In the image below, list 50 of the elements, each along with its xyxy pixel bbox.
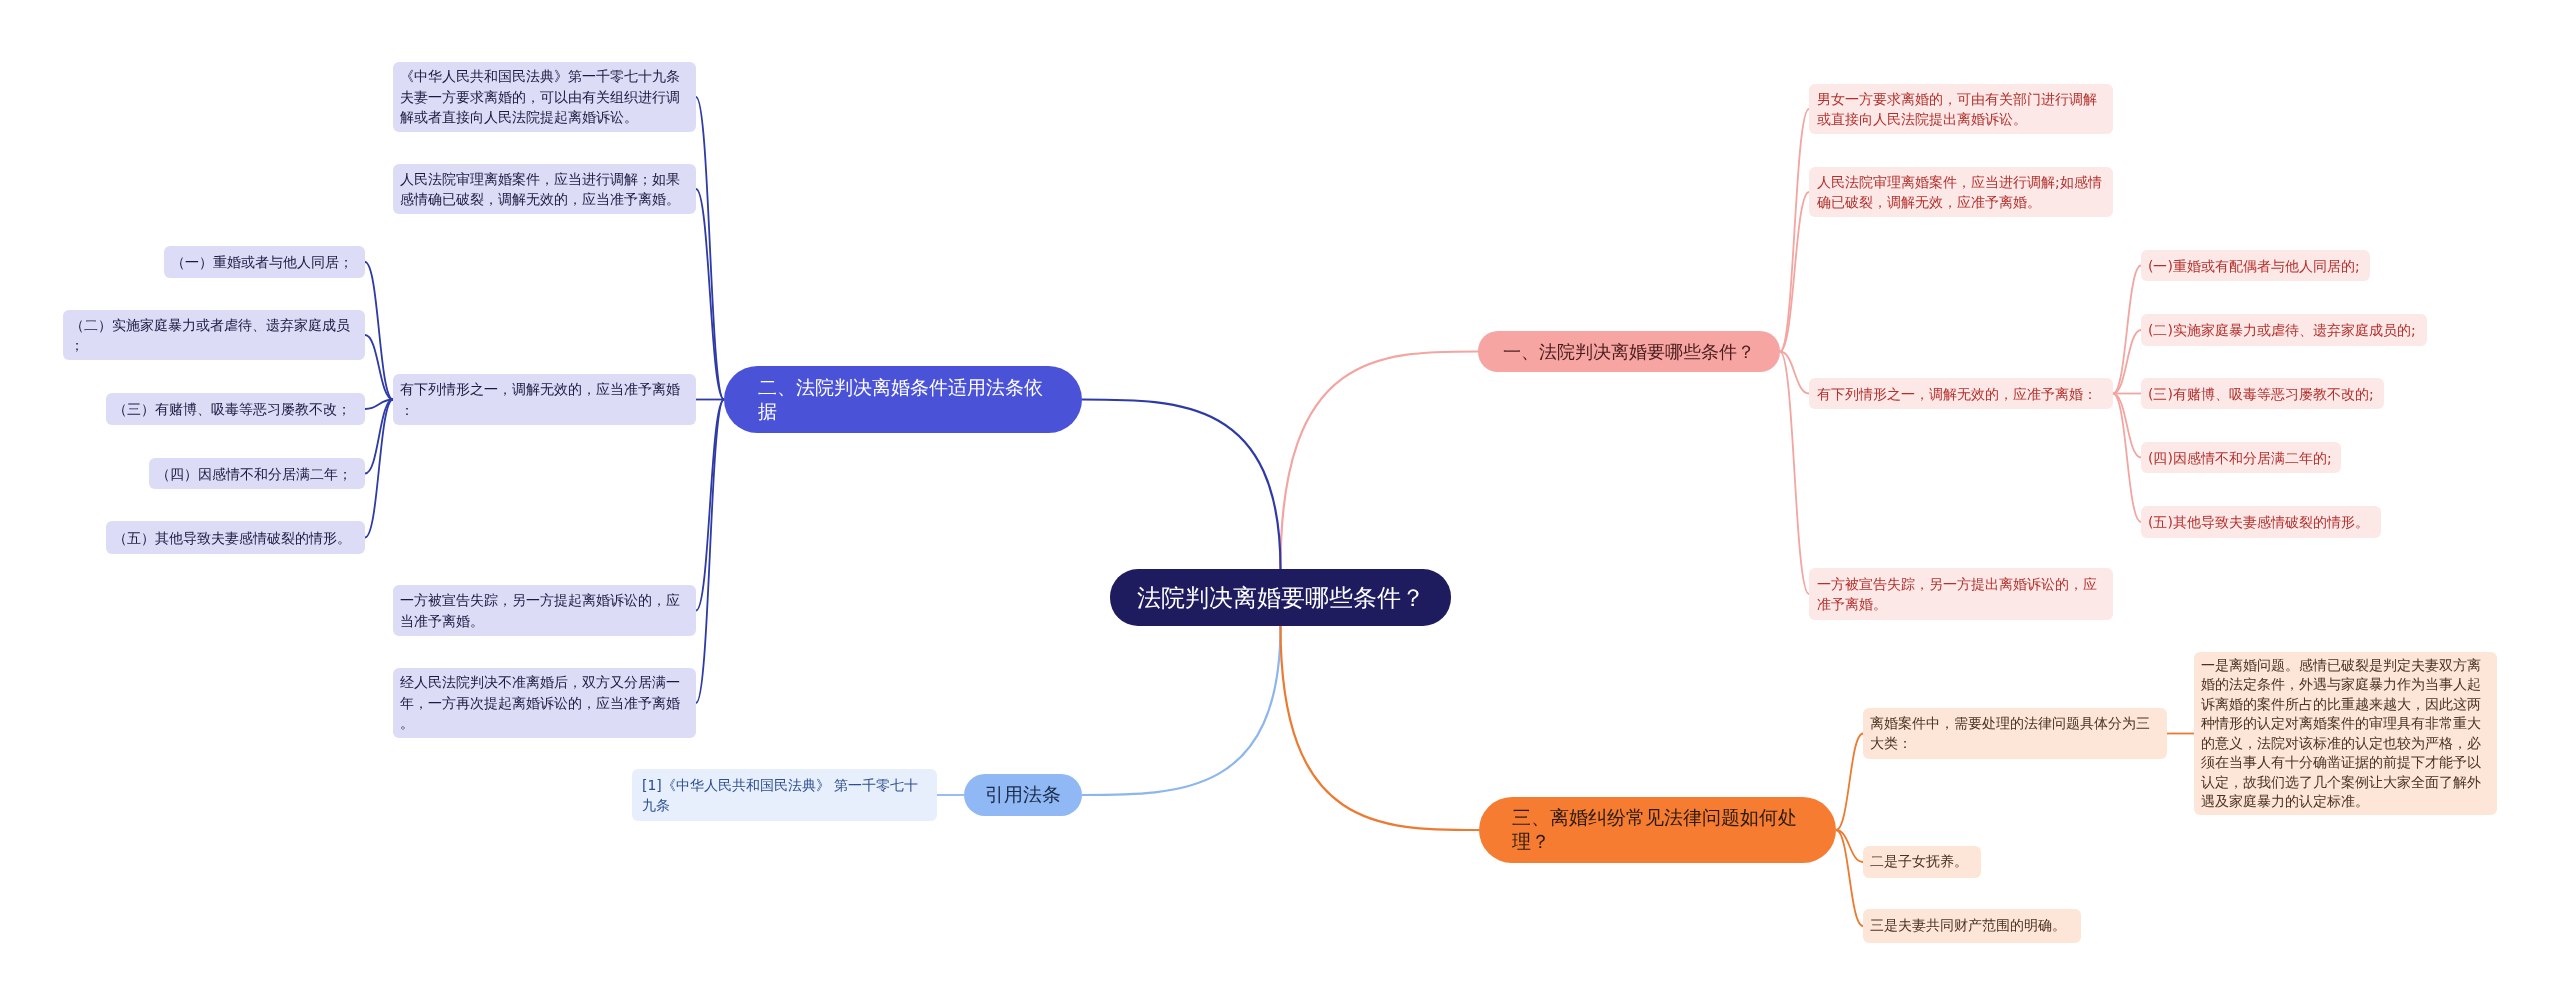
subtopic-box: (五)其他导致夫妻感情破裂的情形。 — [2141, 506, 2381, 538]
subtopic-box: （一）重婚或者与他人同居； — [164, 246, 365, 278]
subtopic-box: 有下列情形之一，调解无效的，应准予离婚： — [1809, 378, 2113, 409]
connector-line — [364, 398, 394, 539]
subtopic-box: 一方被宣告失踪，另一方提出离婚诉讼的，应准予离婚。 — [1809, 568, 2113, 620]
subtopic-box: 二是子女抚养。 — [1863, 846, 1981, 878]
subtopic-box: 一方被宣告失踪，另一方提起离婚诉讼的，应当准予离婚。 — [393, 585, 696, 636]
connector-line — [2112, 264, 2142, 395]
branch-topic: 引用法条 — [964, 774, 1082, 816]
central-topic: 法院判决离婚要哪些条件？ — [1110, 569, 1451, 626]
subtopic-box: 男女一方要求离婚的，可由有关部门进行调解或直接向人民法院提出离婚诉讼。 — [1809, 84, 2113, 134]
connector-line — [695, 398, 725, 704]
subtopic-box: 经人民法院判决不准离婚后，双方又分居满一年，一方再次提起离婚诉讼的，应当准予离婚。 — [393, 668, 696, 738]
subtopic-box: (四)因感情不和分居满二年的; — [2141, 442, 2341, 473]
subtopic-box: (三)有赌博、吸毒等恶习屡教不改的; — [2141, 378, 2384, 409]
connector-line — [2166, 732, 2195, 735]
subtopic-box: 《中华人民共和国民法典》第一千零七十九条夫妻一方要求离婚的，可以由有关组织进行调解或者直接向人民法院提起离婚诉讼。 — [393, 62, 696, 132]
connector-line — [1779, 350, 1810, 395]
subtopic-box: [1]《中华人民共和国民法典》 第一千零七十九条 — [632, 769, 937, 821]
connector-line — [695, 188, 725, 401]
connector-line — [1835, 829, 1864, 863]
connector-line — [364, 334, 394, 401]
subtopic-box: 有下列情形之一，调解无效的，应当准予离婚： — [393, 374, 696, 425]
connector-line — [364, 398, 394, 475]
connector-line — [695, 398, 725, 612]
subtopic-box: （五）其他导致夫妻感情破裂的情形。 — [106, 521, 365, 554]
connector-line — [2112, 392, 2142, 523]
subtopic-box: 人民法院审理离婚案件，应当进行调解;如感情确已破裂，调解无效，应准予离婚。 — [1809, 167, 2113, 217]
connector-line — [1279, 625, 1479, 832]
subtopic-box: 人民法院审理离婚案件，应当进行调解；如果感情确已破裂，调解无效的，应当准予离婚。 — [393, 164, 696, 214]
connector-line — [1779, 108, 1810, 353]
connector-line — [1779, 191, 1810, 353]
connector-line — [1835, 732, 1864, 831]
connector-line — [364, 261, 394, 401]
connector-line — [695, 398, 725, 401]
connector-line — [1779, 350, 1810, 595]
subtopic-box: （二）实施家庭暴力或者虐待、遗弃家庭成员； — [63, 310, 365, 360]
subtopic-box: 三是夫妻共同财产范围的明确。 — [1863, 909, 2081, 943]
subtopic-box: 离婚案件中，需要处理的法律问题具体分为三大类： — [1863, 708, 2167, 759]
subtopic-box: 一是离婚问题。感情已破裂是判定夫妻双方离婚的法定条件，外遇与家庭暴力作为当事人起诉离婚的案件所占的比重越来越大，因此这两种情形的认定对离婚案件的审理具有非常重大的意义，法院对该标准的认定也较为严格，必须在当事人有十分确凿证据的前提下才能予以认定，故我们选了几个案例让大家全面了解外遇及家庭暴力的认定标准。 — [2194, 652, 2497, 815]
connector-line — [936, 794, 965, 796]
connector-line — [1082, 398, 1282, 570]
branch-topic: 二、法院判决离婚条件适用法条依据 — [724, 366, 1082, 433]
subtopic-box: (二)实施家庭暴力或虐待、遗弃家庭成员的; — [2141, 314, 2427, 346]
subtopic-box: (一)重婚或有配偶者与他人同居的; — [2141, 250, 2370, 281]
connector-line — [1835, 829, 1864, 927]
subtopic-box: （四）因感情不和分居满二年； — [149, 458, 365, 489]
subtopic-box: （三）有赌博、吸毒等恶习屡教不改； — [106, 393, 365, 425]
branch-topic: 一、法院判决离婚要哪些条件？ — [1478, 331, 1780, 372]
branch-topic: 三、离婚纠纷常见法律问题如何处理？ — [1479, 797, 1836, 863]
